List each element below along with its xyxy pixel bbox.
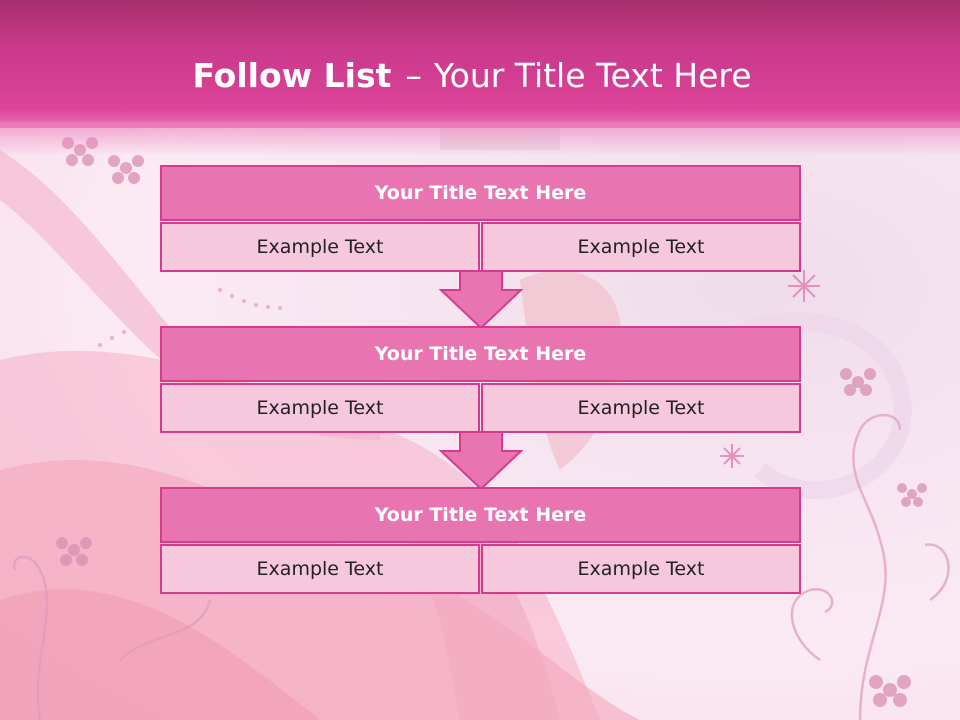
block-row: Example Text Example Text — [160, 383, 801, 433]
title-rest: Your Title Text Here — [433, 56, 752, 95]
header-fade — [0, 122, 960, 156]
block-title: Your Title Text Here — [160, 165, 801, 221]
down-arrow-icon — [438, 270, 524, 330]
block-cell-right: Example Text — [481, 544, 801, 594]
block-row: Example Text Example Text — [160, 544, 801, 594]
block-cell-left: Example Text — [160, 222, 480, 272]
title-separator: – — [405, 56, 422, 95]
block-cell-right: Example Text — [481, 383, 801, 433]
title-bold: Follow List — [192, 56, 392, 95]
block-cell-left: Example Text — [160, 383, 480, 433]
block-title: Your Title Text Here — [160, 487, 801, 543]
block-cell-left: Example Text — [160, 544, 480, 594]
block-title: Your Title Text Here — [160, 326, 801, 382]
list-block-2: Your Title Text Here Example Text Exampl… — [160, 326, 801, 433]
list-block-1: Your Title Text Here Example Text Exampl… — [160, 165, 801, 272]
slide-title: Follow List–Your Title Text Here — [0, 54, 944, 98]
list-block-3: Your Title Text Here Example Text Exampl… — [160, 487, 801, 594]
block-row: Example Text Example Text — [160, 222, 801, 272]
header-band — [0, 0, 960, 128]
block-cell-right: Example Text — [481, 222, 801, 272]
down-arrow-icon — [438, 431, 524, 491]
